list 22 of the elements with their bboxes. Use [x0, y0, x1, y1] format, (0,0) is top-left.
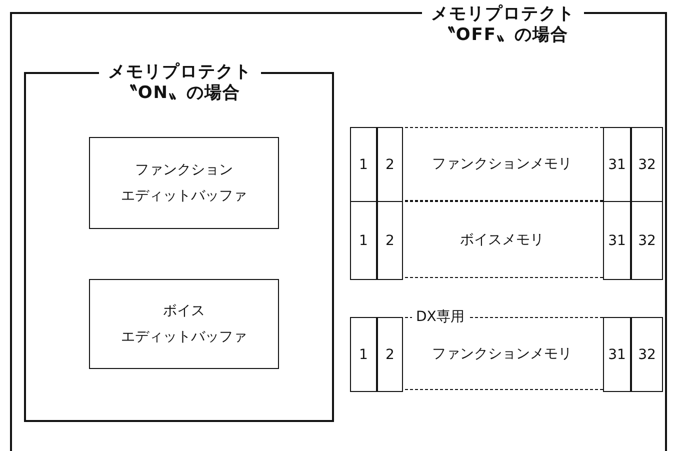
memory-slot: 1	[350, 317, 377, 392]
row-label: ファンクションメモリ	[431, 344, 573, 364]
buffer-box: ファンクション エディットバッファ	[89, 137, 279, 229]
memory-slot: 31	[603, 201, 631, 280]
memory-slot: 32	[631, 317, 663, 392]
memory-row	[350, 127, 663, 201]
memory-slot: 1	[350, 127, 377, 203]
section-title: メモリプロテクト〝OFF〟の場合	[422, 4, 584, 46]
row-label: ボイスメモリ	[459, 230, 545, 250]
memory-slot: 2	[377, 201, 403, 280]
memory-slot: 31	[603, 127, 631, 203]
memory-row	[350, 201, 663, 278]
row-label: ファンクションメモリ	[431, 155, 573, 174]
memory-slot: 31	[603, 317, 631, 392]
memory-slot: 32	[631, 127, 663, 203]
memory-slot: 2	[377, 317, 403, 392]
memory-slot: 2	[377, 127, 403, 203]
memory-slot: 1	[350, 201, 377, 280]
memory-slot: 32	[631, 201, 663, 280]
buffer-box: ボイス エディットバッファ	[89, 279, 279, 369]
section-title: メモリプロテクト〝ON〟の場合	[99, 62, 262, 104]
row-heading: DX専用	[412, 308, 468, 326]
